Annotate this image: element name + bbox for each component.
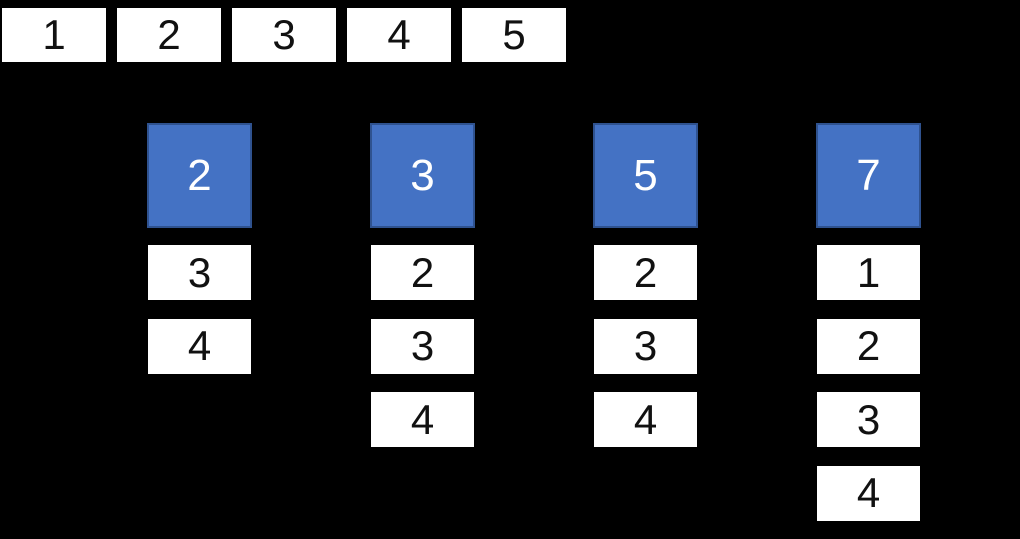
top-row-cell: 5 [462, 8, 566, 62]
bucket-item-cell: 3 [148, 245, 251, 300]
bucket-header: 5 [593, 123, 698, 228]
bucket-column: 5 2 3 4 [593, 123, 698, 466]
bucket-item-cell: 3 [594, 318, 697, 374]
bucket-column: 3 2 3 4 [370, 123, 475, 466]
top-row-cell: 3 [232, 8, 336, 62]
bucket-header: 7 [816, 123, 921, 228]
top-row-cell: 1 [2, 8, 106, 62]
bucket-column: 7 1 2 3 4 [816, 123, 921, 539]
bucket-item-cell: 3 [817, 392, 920, 447]
bucket-item-cell: 3 [371, 318, 474, 374]
bucket-item-cell: 2 [594, 245, 697, 300]
top-row-cell: 2 [117, 8, 221, 62]
bucket-item-cell: 2 [817, 318, 920, 374]
bucket-item-cell: 1 [817, 245, 920, 300]
bucket-item-cell: 4 [148, 318, 251, 374]
bucket-item-cell: 4 [817, 465, 920, 521]
bucket-column: 2 3 4 [147, 123, 252, 392]
bucket-item-cell: 4 [594, 392, 697, 447]
bucket-item-cell: 4 [371, 392, 474, 447]
bucket-header: 3 [370, 123, 475, 228]
top-row-cell: 4 [347, 8, 451, 62]
bucket-item-cell: 2 [371, 245, 474, 300]
bucket-header: 2 [147, 123, 252, 228]
